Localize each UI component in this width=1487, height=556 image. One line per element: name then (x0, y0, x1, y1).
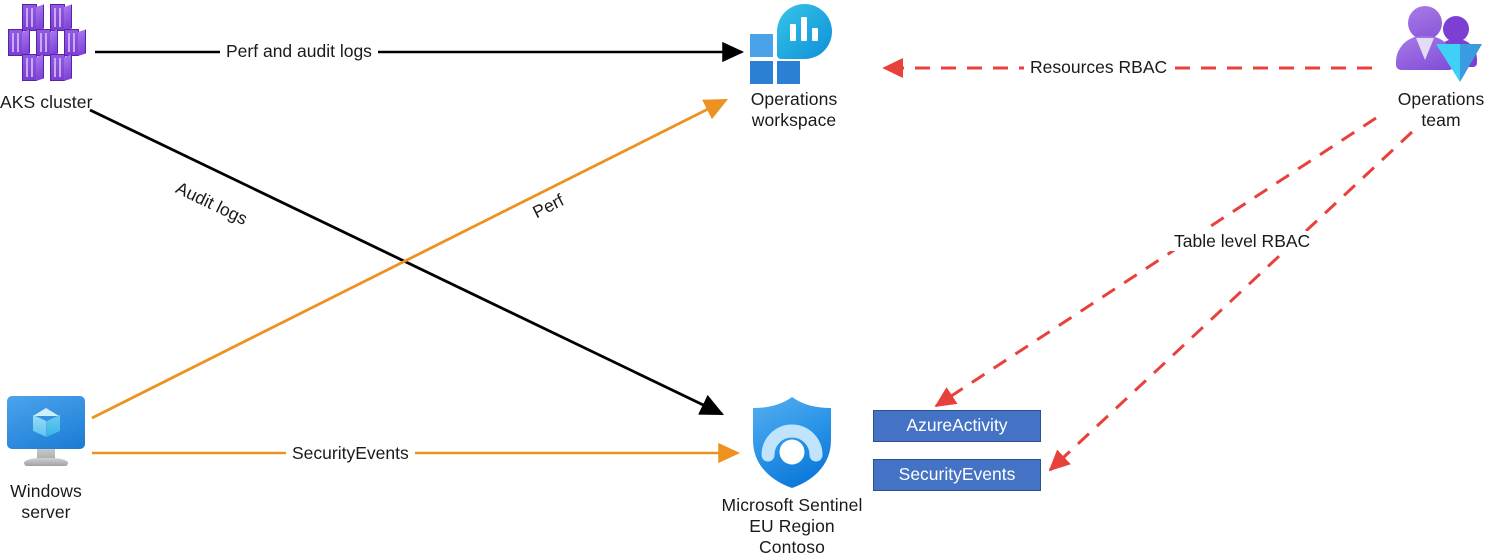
edge-label-security-events: SecurityEvents (286, 443, 415, 463)
node-label-operations-team-line1: Operations (1397, 89, 1485, 109)
edge-label-audit-logs: Audit logs (172, 177, 251, 229)
microsoft-sentinel-icon (753, 397, 831, 488)
edge-perf (91, 98, 729, 420)
node-label-microsoft-sentinel-line3: Contoso (759, 537, 825, 556)
node-label-aks-cluster: AKS cluster (0, 92, 93, 112)
edge-audit-logs (89, 108, 725, 416)
log-analytics-workspace-icon (750, 4, 836, 84)
operations-team-icon (1394, 4, 1484, 86)
node-label-microsoft-sentinel-line1: Microsoft Sentinel (721, 495, 863, 515)
node-label-microsoft-sentinel-line2: EU Region (749, 516, 835, 536)
aks-cluster-icon (8, 4, 90, 82)
edge-label-resources-rbac: Resources RBAC (1024, 57, 1174, 77)
edge-table-level-rbac-securityevents (1048, 130, 1414, 472)
windows-server-icon (7, 396, 91, 470)
node-label-operations-workspace-line2: workspace (751, 110, 837, 130)
node-label-windows-server-line1: Windows (10, 481, 82, 501)
table-chip-securityevents[interactable]: SecurityEvents (873, 459, 1041, 491)
edge-label-table-level-rbac: Table level RBAC (1168, 231, 1317, 251)
node-label-operations-team-line2: team (1421, 110, 1461, 130)
edge-label-perf: Perf (529, 189, 568, 223)
edge-label-perf-and-audit-logs: Perf and audit logs (220, 41, 378, 61)
node-label-operations-workspace-line1: Operations (750, 89, 838, 109)
node-label-windows-server-line2: server (21, 502, 71, 522)
table-chip-azureactivity[interactable]: AzureActivity (873, 410, 1041, 442)
edge-table-level-rbac-azureactivity (934, 116, 1377, 408)
